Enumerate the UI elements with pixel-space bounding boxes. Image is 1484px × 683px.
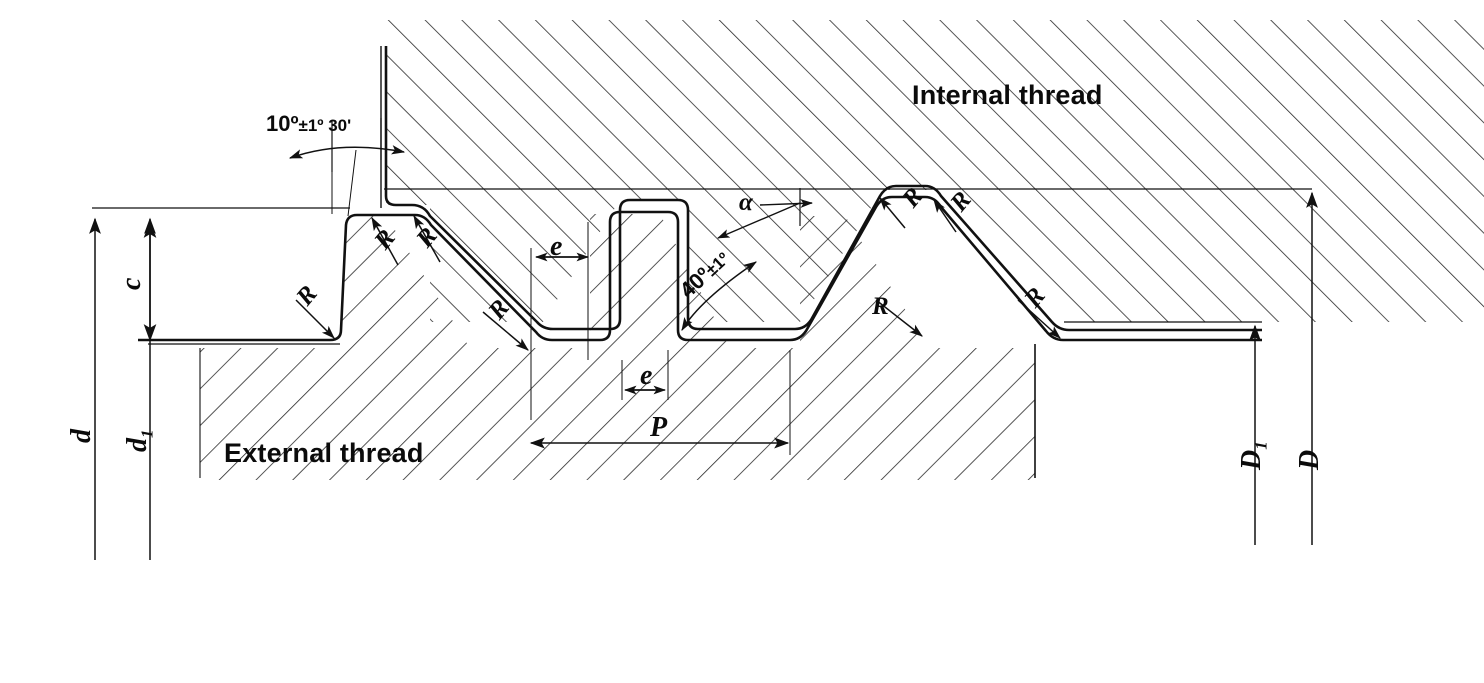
dim-e-upper-label: e <box>550 231 563 262</box>
dim-D1-base: D <box>1236 449 1267 470</box>
dim-d1-sub: 1 <box>137 429 157 439</box>
internal-thread-label: Internal thread <box>912 80 1103 110</box>
dim-flat-e-lower <box>621 350 669 400</box>
dim-e-lower-label: e <box>640 360 653 391</box>
dim-angle-40deg <box>681 261 757 331</box>
dim-d1-label: d1 <box>122 429 157 453</box>
dim-pitch-P <box>529 350 791 455</box>
leader-r-crest-left-a <box>371 217 399 266</box>
leader-r-crest-right-a <box>879 197 906 229</box>
dim-c-label: c <box>116 277 147 290</box>
hatch-internal-thread <box>380 20 1484 322</box>
dim-angle-alpha <box>717 188 814 239</box>
leader-r-root-right <box>875 299 923 337</box>
external-thread-label: External thread <box>224 438 424 468</box>
dim-d1-base: d <box>122 438 153 452</box>
angle-alpha-label: α <box>739 189 753 216</box>
dim-D-label: D <box>1294 449 1325 470</box>
angle-10deg-label: 10º±1º 30' <box>266 113 351 135</box>
leader-r-root-far <box>1017 299 1061 339</box>
dim-P-label: P <box>650 412 668 443</box>
leader-r-root-mid <box>482 311 529 351</box>
internal-thread-outline <box>384 46 1262 332</box>
dim-flat-e-upper <box>530 222 590 420</box>
external-thread-outline <box>138 195 1262 342</box>
dim-D1-label: D1 <box>1236 441 1271 470</box>
radius-callout-root-right: R <box>872 293 889 320</box>
leader-r-root-left <box>295 299 335 339</box>
leader-r-crest-left-b <box>413 215 441 263</box>
dim-d-label: d <box>66 429 97 443</box>
dim-angle-10deg <box>288 118 406 217</box>
leader-r-crest-right-b <box>933 199 957 233</box>
dim-D1-sub: 1 <box>1251 441 1271 450</box>
angle-10deg-value: 10º <box>266 111 299 136</box>
angle-10deg-tolerance: ±1º 30' <box>298 116 352 135</box>
